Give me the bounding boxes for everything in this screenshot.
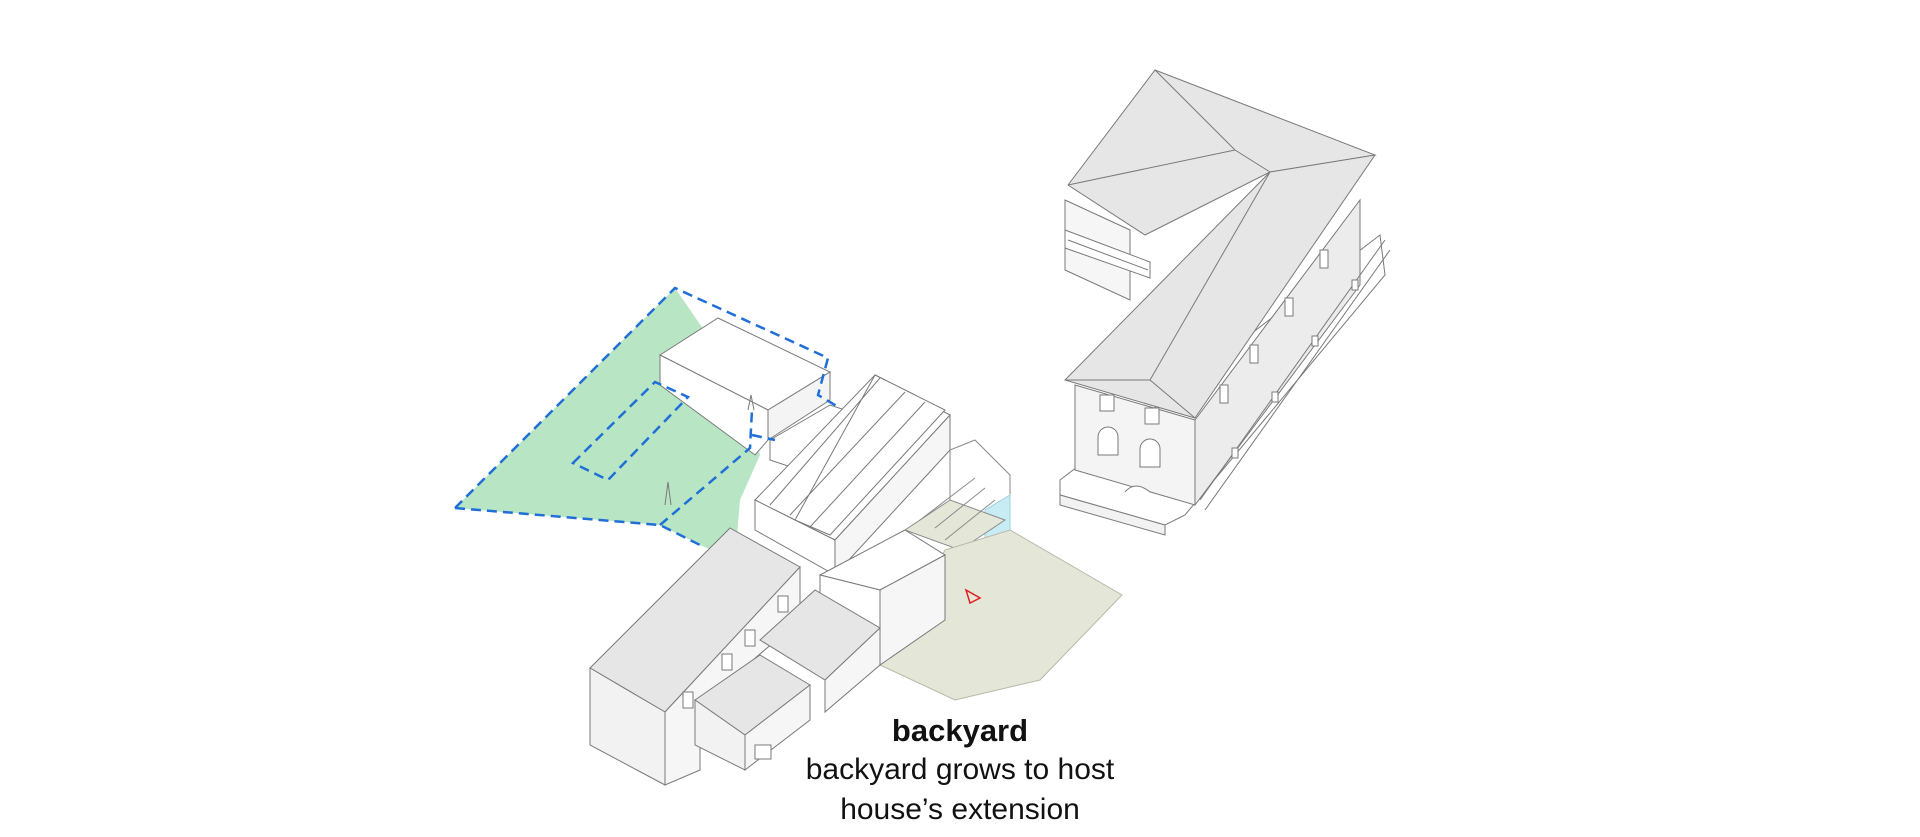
boundary-outline xyxy=(454,506,701,547)
balustrade-post xyxy=(1311,335,1319,347)
level-markers xyxy=(664,394,755,506)
window xyxy=(1219,384,1229,404)
main-house xyxy=(1059,69,1391,536)
central-gable-building xyxy=(754,374,951,577)
arched-window xyxy=(1139,438,1161,468)
roof-hip-line xyxy=(1067,149,1236,186)
backyard-boundary xyxy=(454,286,841,547)
balustrade-post xyxy=(1271,391,1279,403)
rear-wing-balcony xyxy=(1064,229,1151,279)
window xyxy=(1144,407,1160,425)
balustrade-post xyxy=(1351,279,1359,291)
roof-hip-line xyxy=(1149,379,1196,419)
diagram-caption: backyard backyard grows to host house’s … xyxy=(760,712,1160,830)
gable-roof-top xyxy=(794,374,946,536)
roof-ridge-line xyxy=(809,401,926,528)
triangle-marker-icon xyxy=(964,588,982,605)
roof-main xyxy=(1064,154,1377,419)
window xyxy=(682,691,694,709)
caption-line-1: backyard grows to host xyxy=(805,753,1115,786)
roof-ridge-line xyxy=(769,377,881,506)
window xyxy=(1319,249,1329,269)
caption-title: backyard xyxy=(891,713,1029,748)
window xyxy=(744,629,756,647)
rear-annex-building xyxy=(658,317,861,471)
front-steps xyxy=(1124,485,1151,493)
boundary-inner-edge xyxy=(659,409,754,526)
rear-annex-side-2 xyxy=(824,626,881,714)
pergola-beam xyxy=(934,487,986,529)
roof-ridge-line xyxy=(789,391,906,516)
arched-window xyxy=(1097,426,1119,456)
window xyxy=(777,595,789,613)
boundary-tick xyxy=(751,433,776,442)
house-side-wall xyxy=(1194,198,1361,507)
balustrade xyxy=(1204,249,1391,511)
level-marker-icon xyxy=(747,394,755,411)
pergola-beam xyxy=(919,477,976,521)
window xyxy=(1099,394,1115,412)
window xyxy=(1249,344,1259,364)
window xyxy=(721,653,733,671)
pergola-beam xyxy=(944,499,996,541)
balcony-rail xyxy=(1067,239,1149,271)
rear-annex-side xyxy=(767,371,831,441)
caption-line-2: house’s extension xyxy=(840,793,1080,826)
level-marker-icon xyxy=(664,481,672,506)
front-left-building xyxy=(589,527,881,786)
boundary-inner-rect xyxy=(570,380,691,482)
house-plinth-front xyxy=(1059,494,1166,536)
window xyxy=(1284,297,1294,317)
balustrade-post xyxy=(1231,447,1239,459)
window xyxy=(754,744,772,760)
